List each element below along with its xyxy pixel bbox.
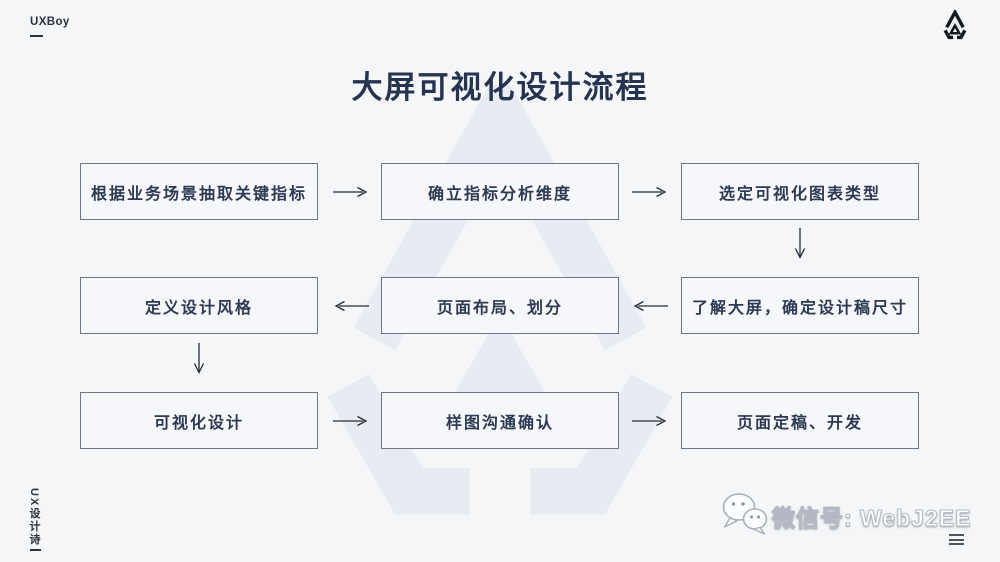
arrow-left-icon	[631, 299, 669, 313]
arrow-left-icon	[332, 299, 370, 313]
arrow-right-icon	[332, 185, 370, 199]
flow-box-select-chart-types: 选定可视化图表类型	[681, 163, 919, 220]
wechat-icon	[722, 493, 768, 535]
flow-box-finalize-develop: 页面定稿、开发	[681, 392, 919, 449]
triangle-logo-icon	[943, 10, 967, 40]
page-title: 大屏可视化设计流程	[351, 70, 649, 105]
arrow-right-icon	[332, 414, 370, 428]
flow-box-extract-key-metrics: 根据业务场景抽取关键指标	[80, 163, 318, 220]
flow-box-define-design-style: 定义设计风格	[80, 277, 318, 334]
flow-box-page-layout: 页面布局、划分	[381, 277, 619, 334]
menu-lines-icon	[949, 534, 964, 548]
flow-box-visual-design: 可视化设计	[80, 392, 318, 449]
arrow-right-icon	[631, 414, 669, 428]
brand-label: UXBoy	[30, 16, 70, 28]
flow-box-screen-size: 了解大屏，确定设计稿尺寸	[681, 277, 919, 334]
wechat-account-label: 微信号: WebJ2EE	[771, 505, 972, 532]
brand-vertical-dash	[30, 549, 41, 551]
brand-vertical-label: UX设计诗	[28, 488, 40, 547]
flow-box-define-analysis-dimensions: 确立指标分析维度	[381, 163, 619, 220]
brand-underline	[30, 35, 43, 37]
flow-box-mockup-confirmation: 样图沟通确认	[381, 392, 619, 449]
arrow-down-icon	[793, 228, 807, 262]
arrow-down-icon	[192, 343, 206, 377]
arrow-right-icon	[631, 185, 669, 199]
